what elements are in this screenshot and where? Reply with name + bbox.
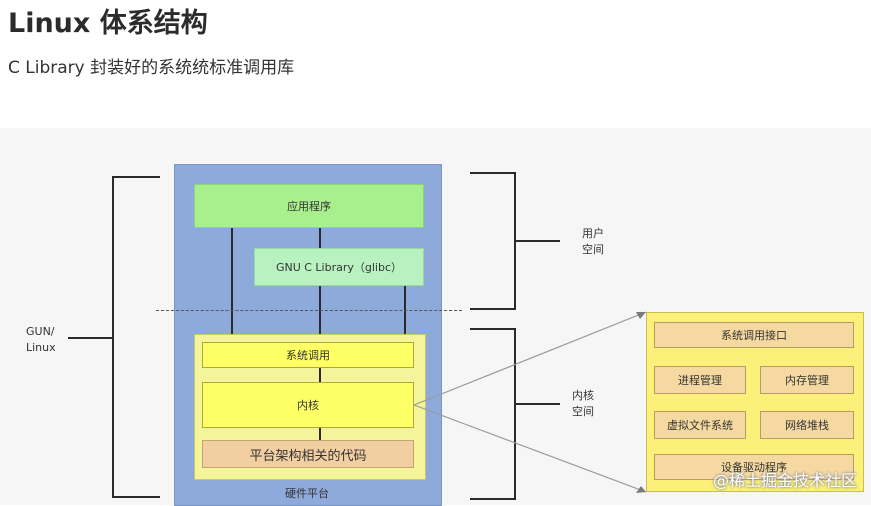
process-management-box: 进程管理 xyxy=(654,366,746,394)
user-space-bracket xyxy=(470,172,516,310)
zoom-lines xyxy=(413,311,647,493)
user-kernel-separator xyxy=(156,310,462,311)
device-drivers-box: 设备驱动程序 xyxy=(654,454,854,480)
glibc-side-line xyxy=(404,286,406,344)
user-space-bracket-tick xyxy=(516,240,560,242)
network-stack-box: 网络堆栈 xyxy=(760,411,854,439)
page-subtitle: C Library 封装好的系统统标准调用库 xyxy=(8,58,295,78)
gnu-linux-bracket-tick xyxy=(68,337,114,339)
hardware-platform-label: 硬件平台 xyxy=(285,487,329,500)
gnu-linux-label: GUN/ Linux xyxy=(26,325,56,354)
app-to-glibc-line xyxy=(319,228,321,248)
application-box: 应用程序 xyxy=(194,184,424,228)
kernel-to-arch-line xyxy=(319,428,321,440)
user-space-label: 用户 空间 xyxy=(582,227,604,256)
architecture-diagram: GUN/ Linux 硬件平台 应用程序 GNU C Library（glibc… xyxy=(0,128,871,506)
syscall-interface-box: 系统调用接口 xyxy=(654,322,854,348)
glibc-to-syscall-line xyxy=(319,286,321,344)
kernel-space-label: 内核 空间 xyxy=(572,389,594,418)
system-call-box: 系统调用 xyxy=(202,342,414,368)
arch-code-box: 平台架构相关的代码 xyxy=(202,440,414,468)
kernel-space-bracket-tick xyxy=(516,403,560,405)
page-title: Linux 体系结构 xyxy=(8,8,208,39)
kernel-box: 内核 xyxy=(202,382,414,428)
kernel-space-bracket xyxy=(470,328,516,500)
app-to-syscall-line xyxy=(231,228,233,344)
glibc-box: GNU C Library（glibc） xyxy=(254,248,424,286)
memory-management-box: 内存管理 xyxy=(760,366,854,394)
watermark: @稀土掘金技术社区 xyxy=(712,471,857,490)
syscall-to-kernel-line xyxy=(319,368,321,382)
vfs-box: 虚拟文件系统 xyxy=(654,411,746,439)
